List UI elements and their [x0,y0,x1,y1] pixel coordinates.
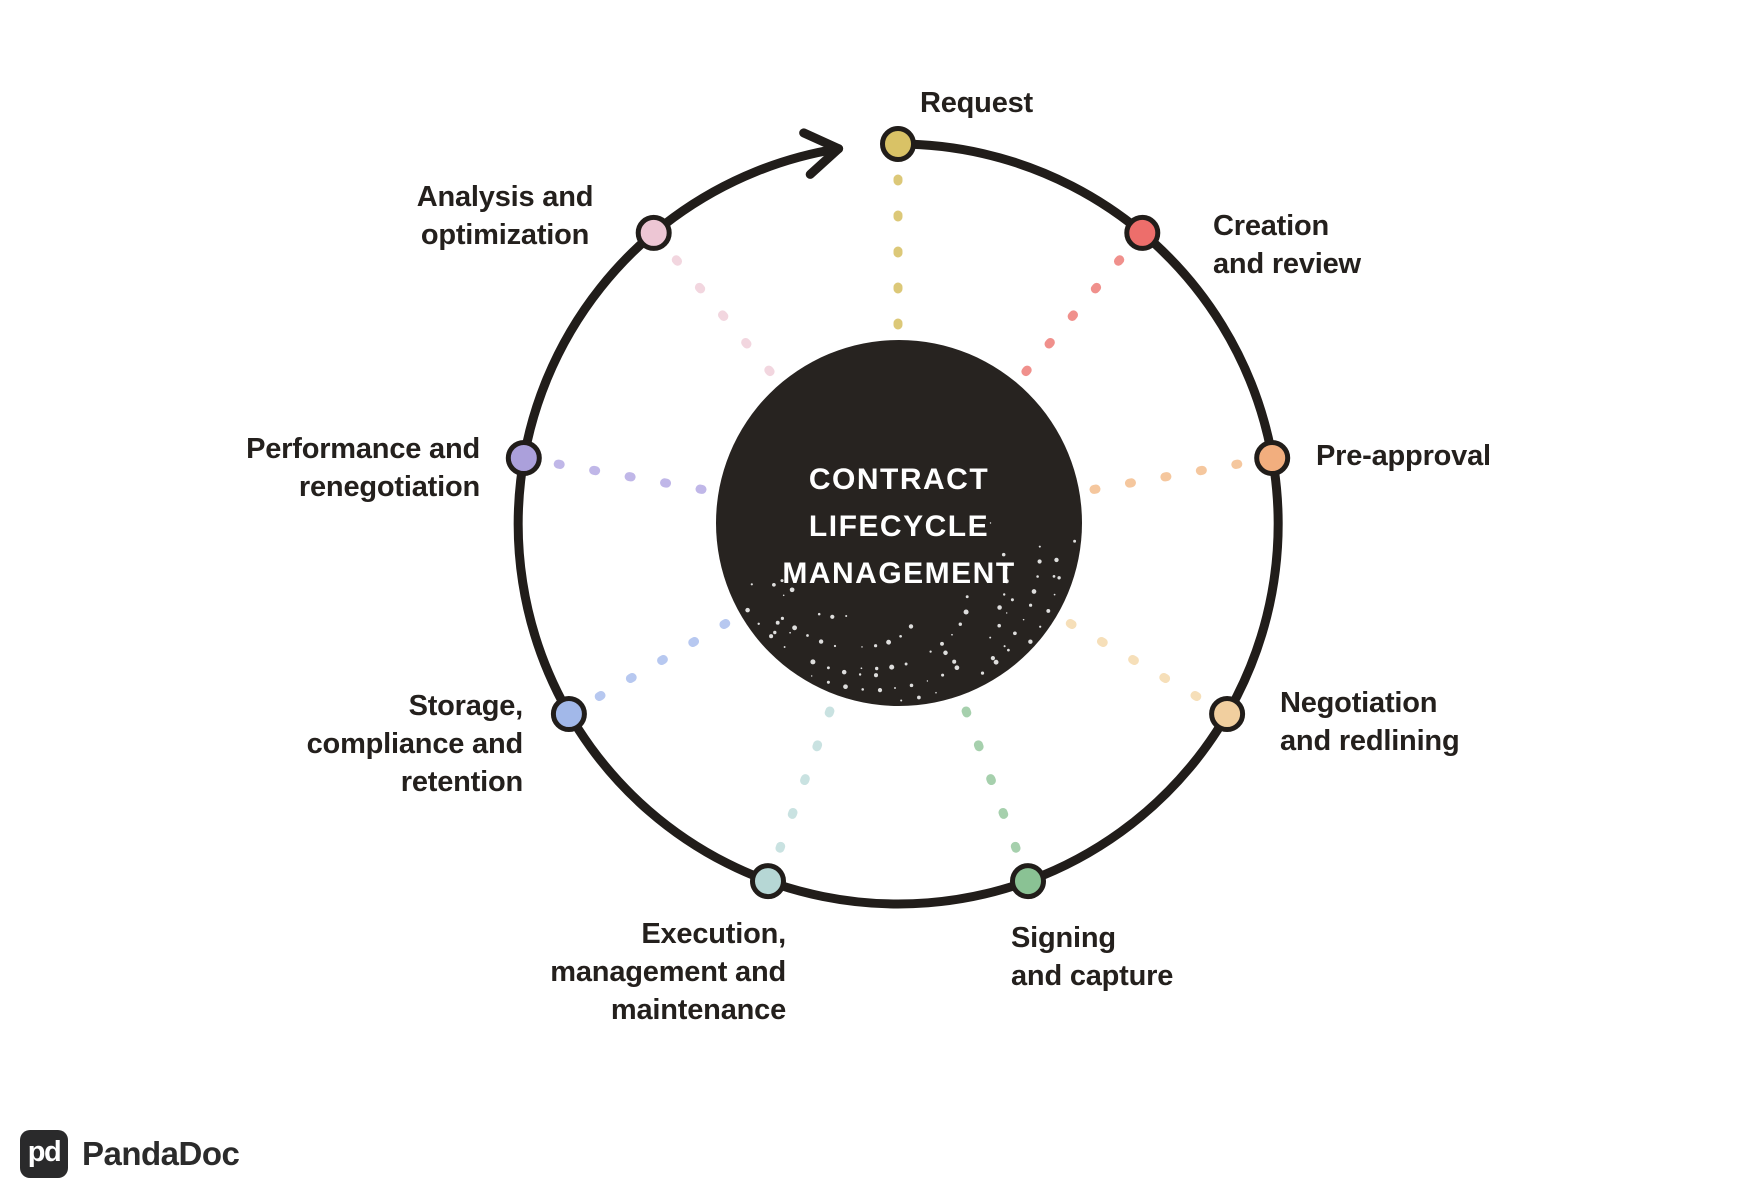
ray-analysis [671,255,775,377]
stage-label-performance-and-renegotiation: Performance and renegotiation [246,433,480,503]
stage-label-pre-approval: Pre-approval [1316,440,1491,472]
stage-dot-preapproval [1254,440,1291,476]
cycle-ring [513,139,1283,909]
stage-label-request: Request [920,87,1034,119]
center-circle-title: CONTRACT LIFECYCLE MANAGEMENT [782,463,1016,590]
stage-dot-negotiation [1209,696,1246,732]
stage-dot-performance [505,440,542,476]
pandadoc-logo-icon: pd [20,1130,68,1178]
stage-dot-creation [1124,214,1161,251]
stage-dot-signing [1010,863,1046,900]
stage-label-creation-and-review: Creation and review [1213,210,1361,280]
pandadoc-logo: pd PandaDoc [20,1130,240,1178]
center-circle [716,340,1082,706]
stage-dot-storage [550,696,587,732]
ray-creation [1021,255,1125,377]
stage-label-negotiation-and-redlining: Negotiation and redlining [1280,687,1460,757]
speckle-texture [745,522,1077,702]
ray-storage [594,619,731,701]
ray-negotiation [1065,619,1202,701]
ray-execution [775,706,835,853]
stage-label-execution-management-maintenance: Execution, management and maintenance [550,918,786,1026]
ray-performance [553,459,707,494]
stage-label-storage-compliance-retention: Storage, compliance and retention [306,690,524,798]
pandadoc-wordmark: PandaDoc [82,1135,240,1172]
cycle-arrowhead-icon [799,128,844,179]
stage-label-analysis-and-optimization: Analysis and optimization [416,181,594,251]
ray-preapproval [1089,459,1243,494]
stage-dot-execution [750,863,786,900]
stage-dot-request [880,126,916,162]
pandadoc-logo-glyph: pd [27,1136,62,1168]
ray-signing [961,706,1021,853]
stage-dot-analysis [635,214,672,251]
stage-label-signing-and-capture: Signing and capture [1011,922,1174,992]
